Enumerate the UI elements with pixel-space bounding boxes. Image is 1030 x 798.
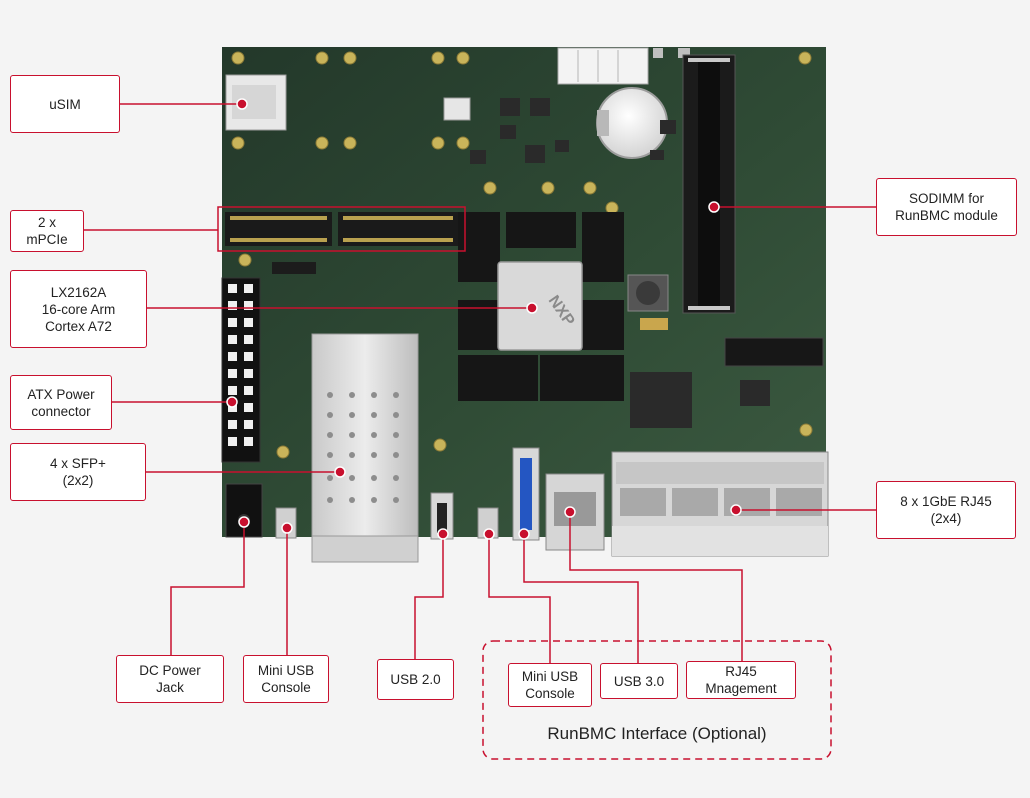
rj45-block bbox=[611, 451, 829, 557]
label-cpu: LX2162A 16-core Arm Cortex A72 bbox=[10, 270, 147, 348]
label-usim: uSIM bbox=[10, 75, 120, 133]
label-mini-usb-console-2: Mini USB Console bbox=[508, 663, 592, 707]
sodimm-slot bbox=[682, 54, 736, 314]
atx-power-connector bbox=[221, 277, 261, 463]
mpcie-highlight bbox=[217, 206, 466, 252]
mpcie-slots bbox=[225, 212, 458, 246]
label-usb3: USB 3.0 bbox=[600, 663, 678, 699]
label-rj45-management: RJ45 Mnagement bbox=[686, 661, 796, 699]
label-atx-power: ATX Power connector bbox=[10, 375, 112, 430]
top-header-connector bbox=[557, 47, 649, 85]
label-mini-usb-console: Mini USB Console bbox=[243, 655, 329, 703]
mounting-holes bbox=[231, 51, 813, 459]
label-sfp: 4 x SFP+ (2x2) bbox=[10, 443, 146, 501]
callout-lines bbox=[84, 103, 876, 663]
small-components bbox=[272, 98, 770, 428]
label-mpcie: 2 x mPCIe bbox=[10, 210, 84, 252]
cpu-chip bbox=[497, 261, 583, 351]
jtag-header bbox=[724, 337, 824, 367]
callout-dots bbox=[226, 98, 742, 540]
label-dc-power-jack: DC Power Jack bbox=[116, 655, 224, 703]
label-usb2: USB 2.0 bbox=[377, 659, 454, 700]
runbmc-caption: RunBMC Interface (Optional) bbox=[547, 724, 767, 743]
label-sodimm: SODIMM for RunBMC module bbox=[876, 178, 1017, 236]
fan-connector bbox=[443, 97, 471, 121]
memory-chips bbox=[458, 212, 624, 401]
sfp-cage bbox=[311, 333, 419, 563]
label-rj45: 8 x 1GbE RJ45 (2x4) bbox=[876, 481, 1016, 539]
